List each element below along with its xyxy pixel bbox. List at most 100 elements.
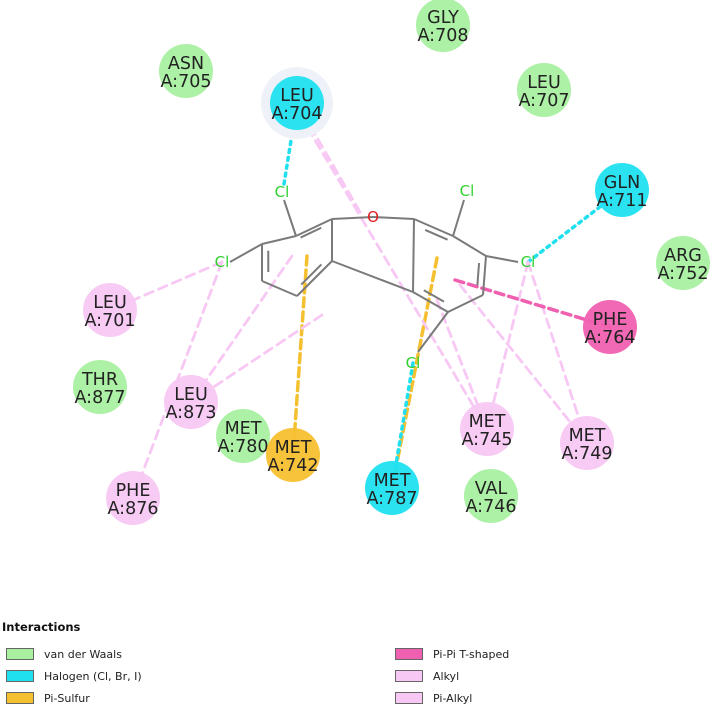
legend-item-pi-sulfur: Pi-Sulfur bbox=[6, 690, 90, 706]
residue-chain: A:787 bbox=[367, 489, 418, 509]
legend-swatch bbox=[395, 670, 423, 682]
legend-item-halogen: Halogen (Cl, Br, I) bbox=[6, 668, 142, 684]
residue-name: ASN bbox=[168, 54, 204, 74]
legend-swatch bbox=[395, 648, 423, 660]
residue-name: LEU bbox=[174, 385, 208, 405]
residue-name: MET bbox=[569, 426, 606, 446]
residue-name: MET bbox=[275, 438, 312, 458]
ligand-bond-cl bbox=[485, 255, 519, 263]
legend-swatch bbox=[6, 648, 34, 660]
legend-swatch bbox=[395, 692, 423, 704]
interaction-line-met745-alkyl bbox=[298, 113, 489, 431]
chlorine-atom-label: Cl bbox=[215, 253, 230, 271]
ligand-bond-cl bbox=[417, 311, 449, 353]
residue-chain: A:876 bbox=[108, 499, 159, 519]
residue-nodes: LEUA:704ASNA:705GLYA:708LEUA:707GLNA:711… bbox=[73, 0, 710, 525]
ligand-bond bbox=[482, 255, 487, 296]
interaction-line-met749-pialkyl bbox=[458, 283, 589, 445]
legend-label: Pi-Alkyl bbox=[433, 691, 473, 705]
residue-chain: A:780 bbox=[218, 437, 269, 457]
interaction-line-met745-alkyl bbox=[485, 260, 530, 431]
legend: Interactions van der Waals Halogen (Cl, … bbox=[0, 612, 714, 706]
residue-circle bbox=[460, 402, 514, 456]
residue-name: LEU bbox=[280, 86, 314, 106]
residue-chain: A:745 bbox=[462, 430, 513, 450]
legend-swatch bbox=[6, 692, 34, 704]
interaction-line-leu873-pialkyl bbox=[189, 254, 294, 404]
chlorine-atom-label: Cl bbox=[406, 354, 421, 372]
legend-title: Interactions bbox=[2, 620, 81, 634]
ligand-double-bond bbox=[300, 226, 322, 239]
residue-name: MET bbox=[374, 471, 411, 491]
residue-chain: A:701 bbox=[85, 311, 136, 331]
residue-name: GLY bbox=[427, 8, 459, 28]
residue-circle bbox=[159, 44, 213, 98]
residue-name: GLN bbox=[604, 173, 640, 193]
ligand-bond-cl bbox=[229, 243, 263, 263]
interaction-line-leu701-alkyl bbox=[108, 260, 224, 312]
interaction-line-leu873-pialkyl bbox=[189, 313, 324, 404]
legend-label: Halogen (Cl, Br, I) bbox=[44, 669, 142, 683]
residue-circle bbox=[517, 63, 571, 117]
residue-chain: A:705 bbox=[161, 72, 212, 92]
ligand-bond bbox=[331, 260, 414, 293]
residue-name: LEU bbox=[527, 73, 561, 93]
ligand-bond bbox=[295, 218, 333, 237]
residue-circle bbox=[583, 300, 637, 354]
residue-circle bbox=[270, 76, 324, 130]
legend-label: Alkyl bbox=[433, 669, 460, 683]
residue-circle bbox=[266, 428, 320, 482]
interaction-lines bbox=[108, 101, 624, 500]
ligand-bond bbox=[412, 218, 415, 293]
ligand-double-bond bbox=[424, 229, 448, 241]
legend-label: Pi-Pi T-shaped bbox=[433, 647, 510, 661]
chlorine-atom-label: Cl bbox=[460, 182, 475, 200]
residue-circle bbox=[164, 375, 218, 429]
residue-name: MET bbox=[225, 419, 262, 439]
ligand-bond-cl bbox=[452, 199, 465, 237]
residue-chain: A:742 bbox=[268, 456, 319, 476]
ligand-bond bbox=[447, 294, 484, 313]
legend-label: van der Waals bbox=[44, 647, 122, 661]
ligand-bond bbox=[412, 291, 449, 313]
chlorine-atom-label: Cl bbox=[521, 253, 536, 271]
legend-label: Pi-Sulfur bbox=[44, 691, 90, 705]
residue-chain: A:873 bbox=[166, 403, 217, 423]
residue-chain: A:877 bbox=[75, 388, 126, 408]
residue-name: VAL bbox=[475, 479, 508, 499]
residue-circle bbox=[656, 236, 710, 290]
residue-chain: A:704 bbox=[272, 104, 323, 124]
residue-circle bbox=[73, 360, 127, 414]
ligand-bond bbox=[413, 218, 454, 237]
ligand-bond bbox=[331, 216, 374, 220]
interaction-line-met749-alkyl bbox=[526, 260, 589, 445]
residue-chain: A:749 bbox=[562, 444, 613, 464]
legend-item-vdw: van der Waals bbox=[6, 646, 122, 662]
residue-circle bbox=[365, 461, 419, 515]
ligand-double-bond bbox=[423, 289, 445, 303]
legend-item-pi-alkyl: Pi-Alkyl bbox=[395, 690, 472, 706]
legend-swatch bbox=[6, 670, 34, 682]
ligand-bond bbox=[261, 235, 297, 245]
residue-name: PHE bbox=[116, 481, 151, 501]
interaction-line-met742-sulfur bbox=[291, 254, 309, 457]
interaction-diagram: LEUA:704ASNA:705GLYA:708LEUA:707GLNA:711… bbox=[73, 0, 710, 525]
residue-circle bbox=[216, 409, 270, 463]
residue-circle bbox=[595, 163, 649, 217]
residue-chain: A:752 bbox=[658, 264, 709, 284]
residue-name: ARG bbox=[664, 246, 702, 266]
